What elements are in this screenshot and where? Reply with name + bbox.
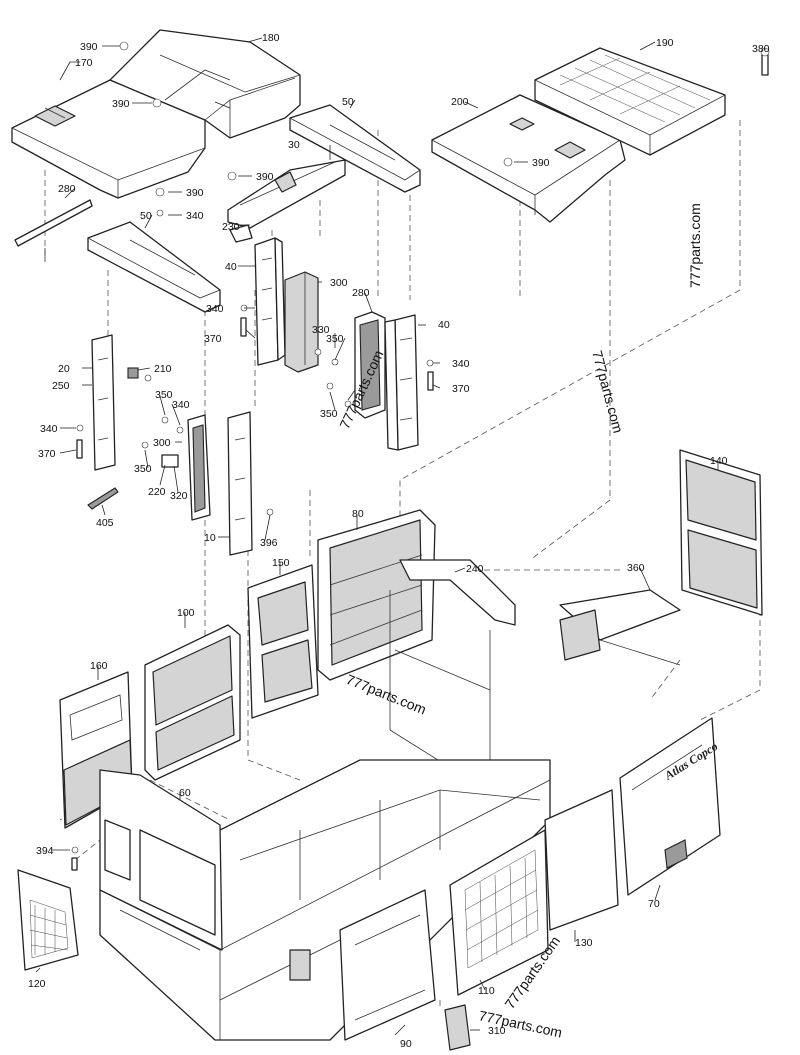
callout-10: 10 <box>204 532 216 544</box>
top-cover-200 <box>431 94 626 223</box>
callout-170: 170 <box>75 57 93 69</box>
callout-394: 394 <box>36 845 54 857</box>
top-grille-190 <box>534 47 726 156</box>
post-10 <box>227 411 253 556</box>
callout-340: 340 <box>40 423 58 435</box>
door-140 <box>679 449 763 616</box>
strip-405 <box>87 487 119 510</box>
callout-380: 380 <box>752 43 770 55</box>
callout-390: 390 <box>80 41 98 53</box>
callout-360: 360 <box>627 562 645 574</box>
callout-40: 40 <box>225 261 237 273</box>
watermark: 777parts.com <box>687 203 703 288</box>
top-cover-180 <box>109 29 301 139</box>
door-70 <box>619 717 721 896</box>
callout-110: 110 <box>478 985 495 997</box>
callout-140: 140 <box>710 455 728 467</box>
callout-340: 340 <box>186 210 204 222</box>
callout-330: 330 <box>312 324 330 336</box>
callout-230: 230 <box>222 221 240 233</box>
callout-180: 180 <box>262 32 280 44</box>
callout-50: 50 <box>140 210 152 222</box>
rail-50-right <box>289 104 421 193</box>
frame-100 <box>144 624 241 781</box>
frame-80 <box>317 509 436 681</box>
callout-390: 390 <box>112 98 130 110</box>
rail-50-left <box>87 221 221 313</box>
callout-280: 280 <box>58 183 76 195</box>
leader-lines <box>35 37 766 1036</box>
callout-80: 80 <box>352 508 364 520</box>
watermark: 777parts.com <box>344 671 429 718</box>
callout-405: 405 <box>96 517 114 529</box>
callout-20: 20 <box>58 363 70 375</box>
fasteners <box>71 41 770 871</box>
callout-250: 250 <box>52 380 70 392</box>
callout-220: 220 <box>148 486 166 498</box>
panel-150 <box>247 564 319 719</box>
cover-120 <box>17 869 79 971</box>
door-130 <box>544 789 619 931</box>
top-cover-170 <box>11 79 206 199</box>
callout-130: 130 <box>575 937 593 949</box>
callout-240: 240 <box>466 563 484 575</box>
callout-40: 40 <box>438 319 450 331</box>
callout-310: 310 <box>488 1025 506 1037</box>
crossmember-30 <box>227 159 346 229</box>
callout-50: 50 <box>342 96 354 108</box>
filter-310 <box>444 1004 471 1051</box>
callout-350: 350 <box>155 389 173 401</box>
callout-370: 370 <box>204 333 222 345</box>
rail-280 <box>14 199 93 262</box>
callout-190: 190 <box>656 37 674 49</box>
callout-300: 300 <box>153 437 171 449</box>
callout-100: 100 <box>177 607 195 619</box>
bracket-230 <box>229 224 253 243</box>
door-90 <box>339 889 436 1041</box>
post-40-right <box>384 314 419 451</box>
callout-390: 390 <box>186 187 204 199</box>
callout-390: 390 <box>532 157 550 169</box>
callout-300: 300 <box>330 277 348 289</box>
callout-70: 70 <box>648 898 660 910</box>
callout-396: 396 <box>260 537 278 549</box>
callout-350: 350 <box>326 333 344 345</box>
door-110 <box>449 829 549 996</box>
callout-210: 210 <box>154 363 172 375</box>
callout-370: 370 <box>38 448 56 460</box>
callout-30: 30 <box>288 139 300 151</box>
post-20 <box>91 334 116 471</box>
callout-340: 340 <box>172 399 190 411</box>
callout-390: 390 <box>256 171 274 183</box>
callout-350: 350 <box>134 463 152 475</box>
callout-120: 120 <box>28 978 46 990</box>
watermark: 777parts.com <box>589 349 626 435</box>
frame-240 <box>389 559 516 781</box>
panel-300-top <box>284 271 319 373</box>
callout-200: 200 <box>451 96 469 108</box>
panel-60 <box>99 769 223 951</box>
callout-340: 340 <box>452 358 470 370</box>
callout-160: 160 <box>90 660 108 672</box>
callout-labels: 390 180 170 390 190 380 50 200 30 390 28… <box>28 32 770 1050</box>
callout-320: 320 <box>170 490 188 502</box>
callout-60: 60 <box>179 787 191 799</box>
callout-370: 370 <box>452 383 470 395</box>
frame-300-lower <box>187 414 211 521</box>
callout-280: 280 <box>352 287 370 299</box>
callout-340: 340 <box>206 303 224 315</box>
bracket-360 <box>559 589 681 666</box>
callout-150: 150 <box>272 557 290 569</box>
frame-280-center <box>354 311 386 419</box>
callout-90: 90 <box>400 1038 412 1050</box>
post-40-left <box>254 237 286 366</box>
callout-350: 350 <box>320 408 338 420</box>
